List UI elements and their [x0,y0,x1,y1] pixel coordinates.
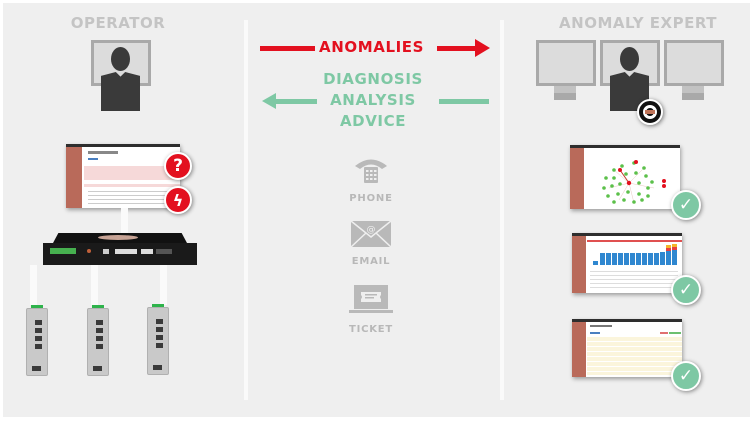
arrow-right-icon [475,39,490,57]
diagram-canvas: OPERATOR ? ϟ [3,3,750,417]
industrial-switch [147,304,169,375]
network-gateway-device [43,233,197,265]
connection-line [160,265,167,305]
network-graph-chart [602,160,666,204]
anomalies-label: ANOMALIES [319,38,425,56]
industrial-switch [87,305,109,376]
channel-phone: PHONE [331,151,411,211]
monitor-icon [664,40,726,106]
check-icon: ✓ [671,275,701,305]
connection-line [91,265,98,305]
expert-person-icon [600,40,662,112]
connection-line [121,208,128,243]
advice-labels: DIAGNOSIS ANALYSIS ADVICE [321,69,425,132]
check-icon: ✓ [671,190,701,220]
advice-arrow-shaft [275,99,317,104]
ticket-icon [349,285,393,313]
email-label: EMAIL [351,256,391,267]
phone-icon [355,159,387,183]
monitor-icon [536,40,598,106]
email-icon: @ [350,220,392,248]
lightning-icon: ϟ [164,186,192,214]
bar-chart-screen [572,233,682,293]
channel-email: @ EMAIL [331,218,411,278]
messages-list-screen [572,319,682,377]
channel-ticket: TICKET [331,282,411,342]
advice-label: ADVICE [339,112,407,130]
operator-notifications-screen [66,144,180,208]
svg-text:@: @ [367,225,376,235]
network-graph-screen [570,145,680,209]
check-icon: ✓ [671,361,701,391]
arrow-left-icon [262,93,276,109]
question-icon: ? [164,152,192,180]
ticket-label: TICKET [348,324,394,335]
expert-title: ANOMALY EXPERT [559,14,717,32]
phone-label: PHONE [349,193,393,204]
anomalies-arrow-tail [260,46,315,51]
divider-left [244,20,248,400]
industrial-switch [26,305,48,376]
diagnosis-label: DIAGNOSIS [323,70,423,88]
divider-right [500,20,504,400]
connection-line [30,265,37,305]
analysis-label: ANALYSIS [330,91,416,109]
advice-arrow-tail [439,99,489,104]
anomalies-arrow-shaft [437,46,477,51]
stacked-bar-chart [593,244,677,265]
support-lifebuoy-icon [637,99,663,125]
operator-title: OPERATOR [70,14,166,32]
operator-person-icon [91,40,153,112]
